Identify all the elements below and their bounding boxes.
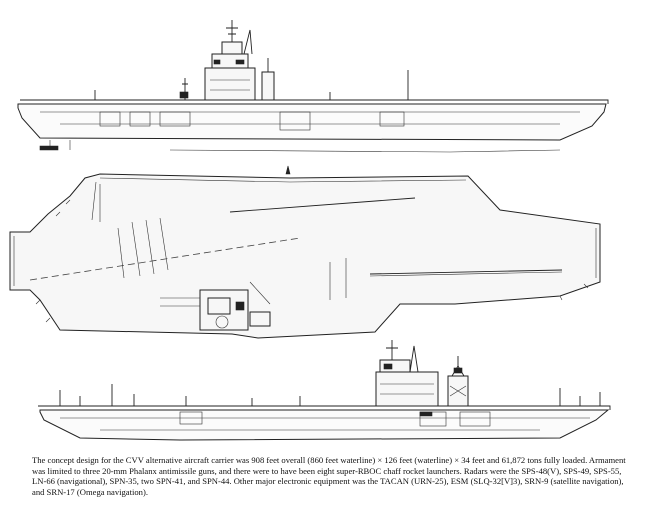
- island-superstructure-bottom: [375, 340, 469, 407]
- island-superstructure-top: [204, 20, 275, 101]
- port-profile-view: [38, 340, 611, 441]
- figure-caption: The concept design for the CVV alternati…: [32, 455, 626, 497]
- flight-deck-plan-view: [9, 165, 601, 339]
- hull-profile-bottom: [39, 409, 610, 441]
- catapult-track: [229, 197, 416, 213]
- carrier-line-drawing: [9, 20, 611, 441]
- flight-deck-outline: [9, 173, 601, 339]
- angled-deck-centerline: [29, 237, 301, 281]
- hull-profile-top: [17, 103, 607, 141]
- island-plan: [160, 289, 271, 331]
- starboard-profile-view: [17, 20, 609, 153]
- catapult-track: [369, 269, 563, 275]
